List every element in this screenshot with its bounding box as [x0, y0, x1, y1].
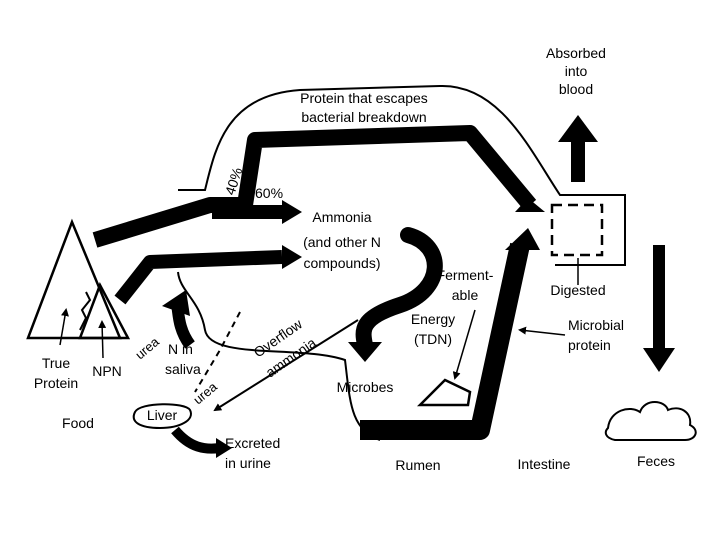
escape-inner-loop [177, 271, 381, 441]
feces-arrowhead [643, 348, 675, 372]
triangle-divider [79, 291, 92, 331]
microbial-label-1: Microbial [568, 317, 624, 333]
saliva-arrowhead [162, 290, 190, 316]
overflow-ammonia-arrow [213, 319, 359, 412]
liver-label: Liver [147, 407, 178, 423]
microbes-arrowhead [348, 342, 382, 362]
fermentable-label-1: Ferment- [437, 267, 494, 283]
microbial-label-2: protein [568, 337, 611, 353]
microbial-protein-thick-arrow [360, 242, 530, 440]
absorbed-label-3: blood [559, 81, 593, 97]
excreted-label-2: in urine [225, 455, 271, 471]
digested-box [550, 203, 604, 257]
energy-label-2: (TDN) [414, 331, 452, 347]
to-ammonia-arrowhead [282, 200, 302, 224]
true-protein-triangle [26, 218, 122, 340]
digested-label: Digested [550, 282, 605, 298]
rumen-label: Rumen [395, 457, 440, 473]
true-protein-pointer [59, 308, 69, 346]
fermentable-label-2: able [452, 287, 479, 303]
escape-protein-arrowhead [515, 198, 545, 212]
ammonia-label-1: Ammonia [312, 209, 371, 225]
npn-to-ammonia-arrow [114, 250, 283, 305]
npn-label: NPN [92, 363, 122, 379]
urea-label-bottom: urea [190, 379, 220, 408]
dashed-urea-path [194, 311, 241, 393]
true-protein-label-1: True [42, 355, 70, 371]
escape-protein-thick-arrow [92, 125, 537, 248]
absorbed-arrow-shaft [571, 140, 585, 182]
microbes-label: Microbes [337, 379, 394, 395]
npn-triangle [78, 281, 131, 340]
excreted-label-1: Excreted [225, 435, 280, 451]
intestine-label: Intestine [518, 456, 571, 472]
pct-60-label: 60% [255, 185, 283, 201]
escapes-label-1: Protein that escapes [300, 90, 428, 106]
urea-label-top: urea [132, 334, 162, 363]
energy-label-1: Energy [411, 311, 455, 327]
liver-shape [132, 403, 192, 430]
n-in-saliva-label-2: saliva [165, 361, 201, 377]
excreted-arrowhead [216, 438, 232, 458]
absorbed-label-1: Absorbed [546, 45, 606, 61]
feces-arrow-shaft [653, 245, 665, 350]
ammonia-label-2: (and other N [303, 234, 381, 250]
feces-shape [604, 401, 697, 441]
absorbed-label-2: into [565, 63, 588, 79]
ammonia-label-3: compounds) [303, 255, 380, 271]
microbial-arrowhead [505, 228, 540, 250]
npn-pointer [98, 320, 107, 359]
ammonia-to-microbes-arrow [355, 227, 443, 353]
escape-outer-loop [178, 84, 626, 266]
energy-pentagon [416, 378, 472, 407]
escapes-label-2: bacterial breakdown [301, 109, 426, 125]
npn-arrowhead [282, 245, 302, 269]
food-label: Food [62, 415, 94, 431]
fermentable-pointer [452, 309, 476, 380]
absorbed-arrowhead [558, 115, 598, 142]
n-in-saliva-label-1: N in [168, 341, 193, 357]
feces-label: Feces [637, 453, 675, 469]
excreted-arrow [171, 426, 221, 454]
true-protein-label-2: Protein [34, 375, 78, 391]
microbial-pointer [518, 326, 566, 336]
